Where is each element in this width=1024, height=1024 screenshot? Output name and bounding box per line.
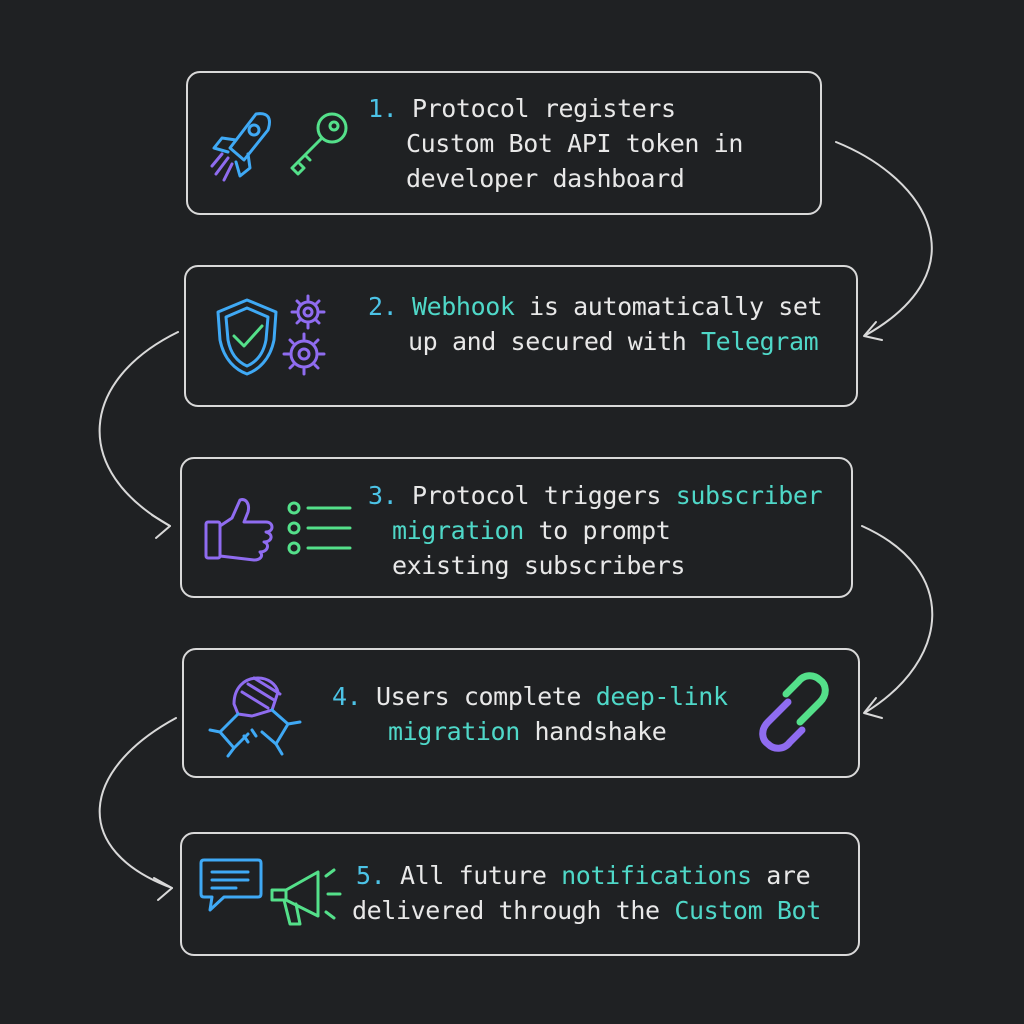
highlight-term: subscriber (675, 481, 823, 510)
step-1-line-2: Custom Bot API token in (406, 126, 743, 161)
step-3-line-1: 3. Protocol triggers subscriber (368, 478, 823, 513)
step-5-line-2: delivered through the Custom Bot (352, 893, 821, 928)
arrowhead-3-to-4 (863, 697, 883, 719)
highlight-term: deep-link (595, 682, 728, 711)
arrowhead-2-to-3 (151, 514, 171, 539)
step-number: 4. (332, 682, 362, 711)
step-4-line-2: migration handshake (388, 714, 728, 749)
arrow-1-to-2 (835, 141, 933, 336)
key-icon (290, 112, 348, 176)
step-3-box (180, 457, 853, 598)
step-text-segment: to prompt (523, 516, 671, 545)
step-text-segment: Users complete (361, 682, 596, 711)
step-1-line-3: developer dashboard (406, 161, 743, 196)
step-5-line-1: 5. All future notifications are (356, 858, 821, 893)
arrow-2-to-3 (98, 331, 179, 527)
step-number: 5. (356, 861, 386, 890)
step-number: 2. (368, 292, 398, 321)
highlight-term: Telegram (701, 327, 819, 356)
step-text-segment: All future (385, 861, 562, 890)
chain-link-icon (759, 672, 829, 752)
checklist-icon (287, 501, 352, 555)
gears-icon (282, 294, 326, 376)
step-text-segment: Protocol registers (397, 94, 676, 123)
arrow-3-to-4 (861, 525, 934, 713)
step-1-box (186, 71, 822, 215)
step-text-segment: delivered through the (352, 896, 675, 925)
step-text-segment (397, 292, 412, 321)
highlight-term: migration (392, 516, 524, 545)
step-number: 3. (368, 481, 398, 510)
step-text-segment: is automatically set (514, 292, 823, 321)
highlight-term: Custom Bot (674, 896, 821, 925)
step-number: 1. (368, 94, 398, 123)
megaphone-icon (270, 868, 342, 926)
step-text-segment: are (751, 861, 811, 890)
step-2-line-1: 2. Webhook is automatically set (368, 289, 823, 324)
highlight-term: notifications (561, 861, 752, 890)
step-4-line-1: 4. Users complete deep-link (332, 679, 728, 714)
thumbs-up-icon (204, 498, 274, 562)
step-3-line-3: existing subscribers (392, 548, 822, 583)
step-text-segment: Custom Bot API token in (406, 129, 743, 158)
step-3-line-2: migration to prompt (392, 513, 822, 548)
step-2-box (184, 265, 858, 407)
step-2-line-2: up and secured with Telegram (408, 324, 822, 359)
step-4-box (182, 648, 860, 778)
highlight-term: Webhook (411, 292, 515, 321)
shield-check-icon (216, 298, 278, 376)
step-text-segment: developer dashboard (406, 164, 685, 193)
arrow-4-to-5 (98, 717, 177, 889)
handshake-icon (208, 676, 302, 758)
chat-bubble-icon (199, 858, 263, 912)
arrowhead-1-to-2 (863, 321, 883, 341)
highlight-term: migration (388, 717, 520, 746)
step-text-segment: Protocol triggers (397, 481, 676, 510)
step-text-segment: up and secured with (408, 327, 702, 356)
rocket-icon (210, 112, 271, 182)
step-5-box (180, 832, 860, 956)
step-1-line-1: 1. Protocol registers (368, 91, 743, 126)
step-text-segment: handshake (519, 717, 667, 746)
step-text-segment: existing subscribers (392, 551, 686, 580)
arrowhead-4-to-5 (153, 877, 173, 901)
